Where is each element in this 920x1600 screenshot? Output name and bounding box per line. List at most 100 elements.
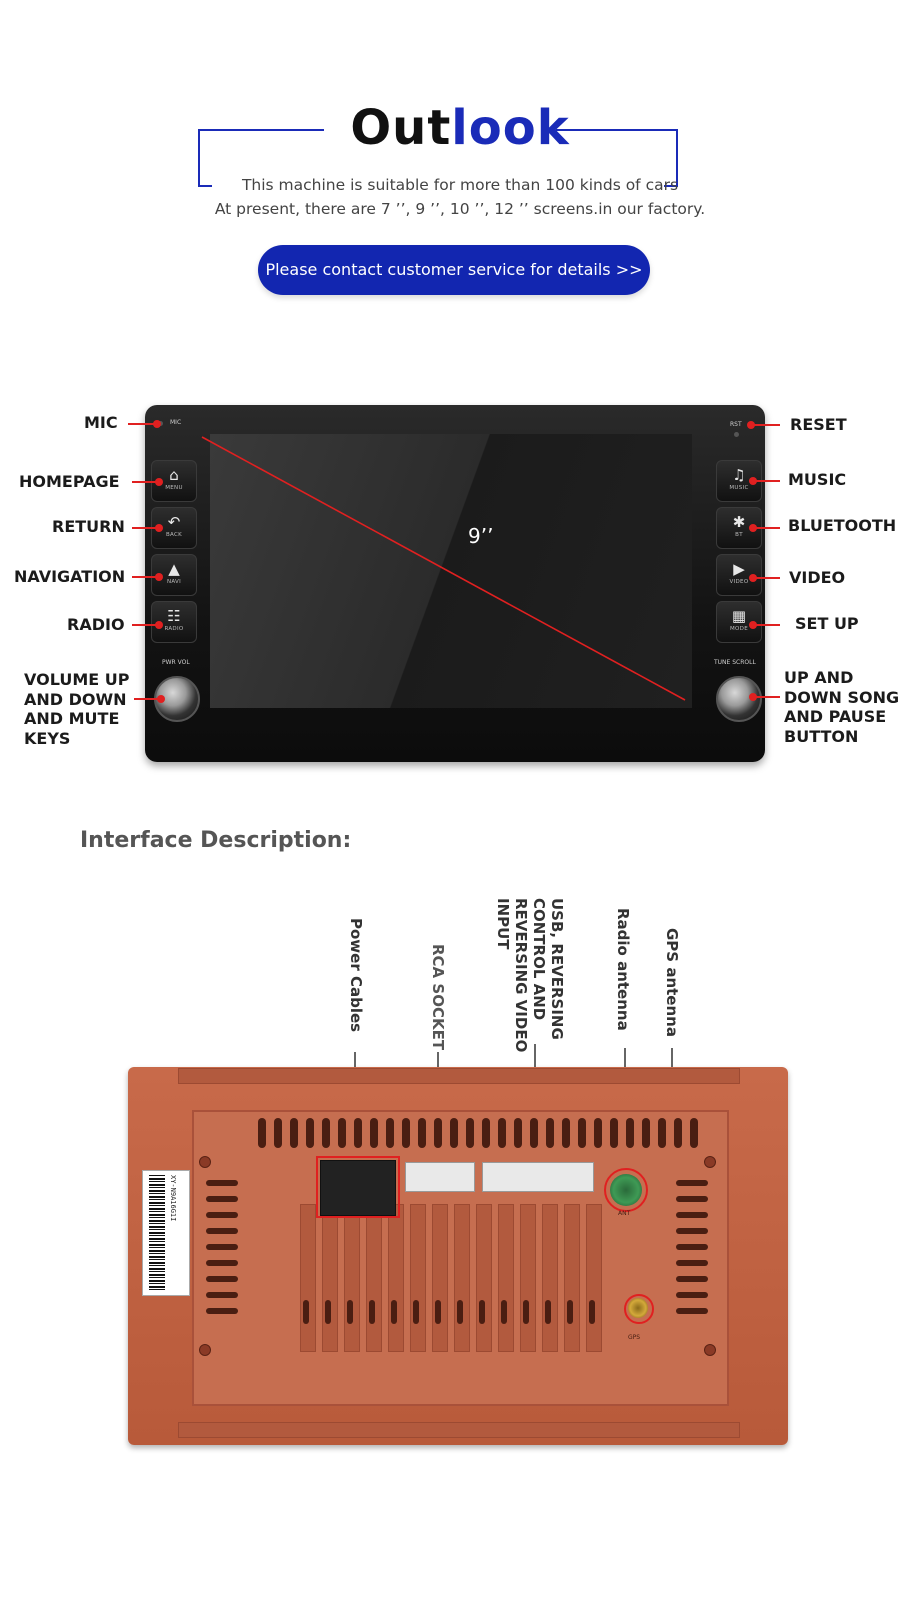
bottom-lip <box>178 1422 740 1438</box>
label-radio: RADIO <box>67 615 125 634</box>
navigation-icon: ▲ <box>168 560 180 578</box>
barcode-bars <box>149 1175 165 1291</box>
screw <box>704 1344 716 1356</box>
callout-song <box>749 693 780 701</box>
music-key-label: MUSIC <box>729 485 749 491</box>
callout-radio <box>132 621 163 629</box>
label-radio-antenna: Radio antenna <box>614 908 632 1031</box>
title-part-1: Out <box>350 100 452 156</box>
fin <box>366 1204 382 1352</box>
power-connector <box>320 1160 396 1216</box>
vent-slot <box>258 1118 266 1148</box>
callout-setup <box>749 621 780 629</box>
side-vent-slot <box>206 1244 238 1250</box>
callout-return <box>132 524 163 532</box>
label-setup: SET UP <box>795 614 859 633</box>
label-gps-antenna: GPS antenna <box>663 928 681 1037</box>
subtitle-line-2: At present, there are 7 ’’, 9 ’’, 10 ’’,… <box>214 200 706 218</box>
callout-music <box>749 477 780 485</box>
play-icon: ▶ <box>733 560 745 578</box>
screw <box>199 1344 211 1356</box>
pwr-vol-text: PWR VOL <box>162 659 190 666</box>
callout-navigation <box>132 573 163 581</box>
power-highlight <box>316 1156 400 1218</box>
fin <box>344 1204 360 1352</box>
radio-key-label: RADIO <box>164 626 184 632</box>
vent-slot <box>290 1118 298 1148</box>
side-vent-slot <box>676 1244 708 1250</box>
fin-slot <box>589 1300 595 1324</box>
side-vent-slot <box>206 1212 238 1218</box>
usb-reversing-socket <box>482 1162 594 1192</box>
gps-antenna-highlight <box>624 1294 654 1324</box>
menu-key[interactable]: ⌂ MENU <box>151 460 197 502</box>
fin-slot <box>479 1300 485 1324</box>
side-vent-slot <box>206 1196 238 1202</box>
vent-slot <box>466 1118 474 1148</box>
reset-hole[interactable] <box>734 432 739 437</box>
side-vent-slot <box>676 1228 708 1234</box>
title-frame-right-bottom <box>664 185 678 187</box>
fin <box>520 1204 536 1352</box>
vent-slot <box>674 1118 682 1148</box>
fin <box>564 1204 580 1352</box>
fin-slot <box>567 1300 573 1324</box>
vent-slot <box>610 1118 618 1148</box>
fin-slot <box>435 1300 441 1324</box>
fin-slot <box>391 1300 397 1324</box>
label-bluetooth: BLUETOOTH <box>788 516 897 535</box>
side-vent-slot <box>676 1212 708 1218</box>
vent-slot <box>642 1118 650 1148</box>
fin <box>454 1204 470 1352</box>
callout-reset <box>747 421 780 429</box>
mode-key-label: MODE <box>730 626 748 632</box>
navi-key-label: NAVI <box>166 579 182 585</box>
contact-service-button[interactable]: Please contact customer service for deta… <box>258 245 650 295</box>
label-navigation: NAVIGATION <box>14 567 126 586</box>
label-reset: RESET <box>790 415 847 434</box>
vent-slot <box>322 1118 330 1148</box>
barcode-text: XY-N9A16G1I <box>169 1175 177 1222</box>
vent-slot <box>594 1118 602 1148</box>
side-vent-slot <box>676 1276 708 1282</box>
page-title: Outlook <box>0 100 920 156</box>
vent-slot <box>354 1118 362 1148</box>
side-vent-slot <box>676 1260 708 1266</box>
vent-slot <box>386 1118 394 1148</box>
label-music: MUSIC <box>788 470 847 489</box>
vent-slot <box>306 1118 314 1148</box>
fin <box>586 1204 602 1352</box>
vent-slot <box>498 1118 506 1148</box>
side-vent-slot <box>676 1308 708 1314</box>
fin <box>476 1204 492 1352</box>
fin <box>388 1204 404 1352</box>
vent-slot <box>626 1118 634 1148</box>
side-vent-slot <box>676 1292 708 1298</box>
vent-slot <box>434 1118 442 1148</box>
top-lip <box>178 1068 740 1084</box>
back-icon: ↶ <box>167 513 181 531</box>
fin-slot <box>325 1300 331 1324</box>
fin <box>498 1204 514 1352</box>
label-homepage: HOMEPAGE <box>19 472 120 491</box>
gps-text: GPS <box>628 1334 641 1341</box>
rst-text: RST <box>730 421 742 428</box>
home-icon: ⌂ <box>169 466 179 484</box>
side-vent-slot <box>206 1292 238 1298</box>
vent-slot <box>402 1118 410 1148</box>
screw <box>704 1156 716 1168</box>
music-icon: ♫ <box>732 466 746 484</box>
barcode-sticker: XY-N9A16G1I <box>142 1170 190 1296</box>
radio-icon: ☷ <box>167 607 181 625</box>
tune-scroll-text: TUNE SCROLL <box>714 659 756 666</box>
mic-text: MIC <box>170 419 182 426</box>
callout-volume <box>134 695 165 703</box>
video-key-label: VIDEO <box>729 579 749 585</box>
fin <box>322 1204 338 1352</box>
fin-slot <box>501 1300 507 1324</box>
title-frame-left-bottom <box>198 185 212 187</box>
vent-slot <box>562 1118 570 1148</box>
radio-antenna-highlight <box>604 1168 648 1212</box>
screen-diagonal <box>201 436 686 701</box>
label-video: VIDEO <box>789 568 846 587</box>
